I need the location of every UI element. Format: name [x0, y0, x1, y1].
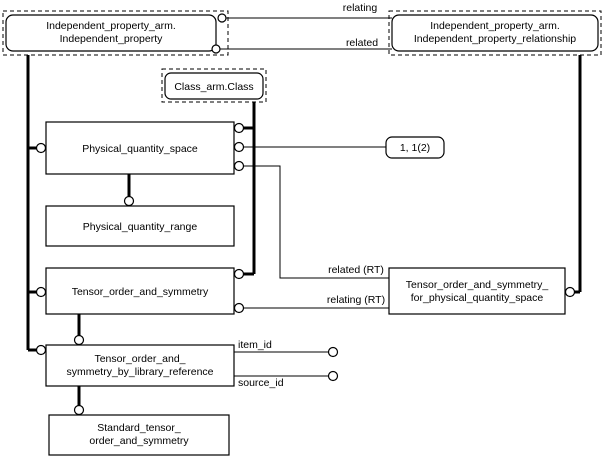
entity-class: Class_arm.Class	[161, 68, 267, 103]
subtype-pqs-to-pqr	[123, 174, 135, 207]
entity-independent-property-relationship: Independent_property_arm. Independent_pr…	[388, 10, 602, 56]
entity-tensor-for-pqs-line-2: for_physical_quantity_space	[411, 292, 544, 304]
entity-tensor-for-physical-quantity-space: Tensor_order_and_symmetry_ for_physical_…	[388, 267, 566, 315]
relationship-related-rt: related (RT)	[233, 160, 389, 279]
attribute-item-id: item_id	[234, 339, 339, 358]
label-relating-top: relating	[343, 2, 378, 14]
relationship-relating-rt: relating (RT)	[233, 294, 389, 314]
entity-independent-property-relationship-line-2: Independent_property_relationship	[414, 33, 576, 45]
entity-physical-quantity-space-label: Physical_quantity_space	[82, 143, 198, 155]
relationship-relating-top: relating	[217, 2, 392, 23]
subtype-tree-relationship	[564, 55, 582, 298]
entity-tensor-order-and-symmetry-label: Tensor_order_and_symmetry	[72, 286, 209, 298]
entity-physical-quantity-space: Physical_quantity_space	[45, 121, 235, 175]
entity-independent-property-line-2: Independent_property	[60, 33, 163, 45]
label-relating-rt: relating (RT)	[327, 294, 385, 306]
cardinality-bubble: 1, 1(2)	[385, 136, 445, 159]
entity-tensor-order-and-symmetry: Tensor_order_and_symmetry	[45, 267, 235, 315]
entity-independent-property: Independent_property_arm. Independent_pr…	[2, 10, 229, 56]
entity-independent-property-line-1: Independent_property_arm.	[46, 20, 176, 32]
entity-standard-tensor-line-1: Standard_tensor_	[97, 422, 181, 434]
entity-standard-tensor-line-2: order_and_symmetry	[89, 435, 189, 447]
cardinality-label: 1, 1(2)	[400, 142, 430, 154]
entity-class-label: Class_arm.Class	[174, 81, 253, 93]
entity-tensor-by-library-reference-line-2: symmetry_by_library_reference	[66, 366, 213, 378]
entity-physical-quantity-range: Physical_quantity_range	[45, 205, 235, 247]
attribute-source-id: source_id	[234, 370, 339, 389]
subtype-library-ref-to-standard	[73, 386, 85, 416]
relationship-related-top: related	[211, 37, 392, 54]
entity-tensor-for-pqs-line-1: Tensor_order_and_symmetry_	[406, 279, 549, 291]
label-related-rt: related (RT)	[328, 264, 384, 276]
label-related-top: related	[346, 37, 378, 49]
label-source-id: source_id	[238, 377, 284, 389]
subtype-tos-to-library-ref	[73, 314, 85, 346]
entity-physical-quantity-range-label: Physical_quantity_range	[83, 221, 198, 233]
subtype-tree-independent-property	[26, 55, 47, 356]
entity-tensor-by-library-reference: Tensor_order_and_ symmetry_by_library_re…	[45, 344, 235, 387]
entity-tensor-by-library-reference-line-1: Tensor_order_and_	[94, 353, 185, 365]
label-item-id: item_id	[238, 339, 272, 351]
entity-standard-tensor: Standard_tensor_ order_and_symmetry	[48, 414, 230, 456]
entity-independent-property-relationship-line-1: Independent_property_arm.	[430, 20, 560, 32]
relationship-pqs-cardinality	[233, 141, 386, 153]
subtype-tree-class	[233, 102, 256, 280]
